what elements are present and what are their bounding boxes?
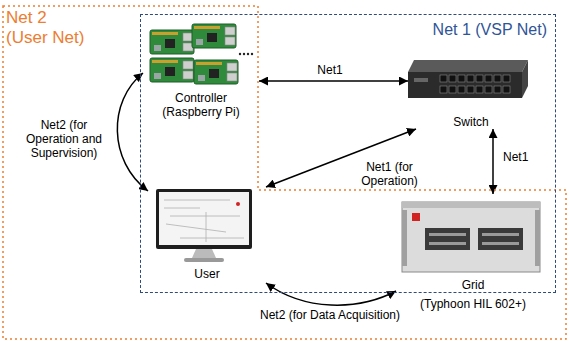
text-holder: User [148,267,266,281]
connector-arrow [259,80,408,82]
text-holder: Net 1 (VSP Net) [433,20,547,40]
raspberry-pi-board [150,30,194,54]
raspberry-pi-board [194,60,238,84]
raspberry-pi-board [192,24,236,48]
text-holder: Controller(Raspberry Pi) [143,91,259,119]
text-holder: Net 2(User Net) [6,8,84,48]
edge-label: Net1 (for Operation) [350,160,429,188]
user-computer [156,189,252,262]
region-outline-path [3,6,566,339]
network-switch [408,60,528,98]
edge-label: Net1 [315,63,344,77]
device-label: (Typhoon HIL 602+) [396,297,550,311]
region-title: Net 2 [6,8,84,28]
edge-label: Net2 (for Data Acquisition) [258,308,402,322]
device-node: Grid (Typhoon HIL 602+) [396,194,550,311]
device-label: Grid [396,278,550,292]
device-label: Controller [143,91,259,105]
connector-arrow [266,283,396,305]
text-holder: Switch [408,115,534,129]
device-node: Controller(Raspberry Pi) [143,21,259,121]
device-node: Switch [408,51,534,129]
region-title: Net 1 (VSP Net) [433,20,547,40]
net-region: Net 1 (VSP Net) Controller(Raspberry Pi) S… [140,14,556,293]
device-label: User [148,267,266,281]
typhoon-hil-unit [402,202,540,272]
text-holder: Grid (Typhoon HIL 602+) [396,278,550,311]
region-title: (User Net) [6,28,84,48]
raspberry-pi-board [150,58,194,82]
edge-label: Net2 (for Operation and Supervision) [12,118,116,160]
device-label: (Raspberry Pi) [143,105,259,119]
edge-label: Net1 [501,150,530,164]
device-label: Switch [408,115,534,129]
device-node: User [148,187,266,283]
connector-arrow [117,73,148,191]
connector-arrow [492,129,494,194]
ellipsis-dots [239,53,253,55]
